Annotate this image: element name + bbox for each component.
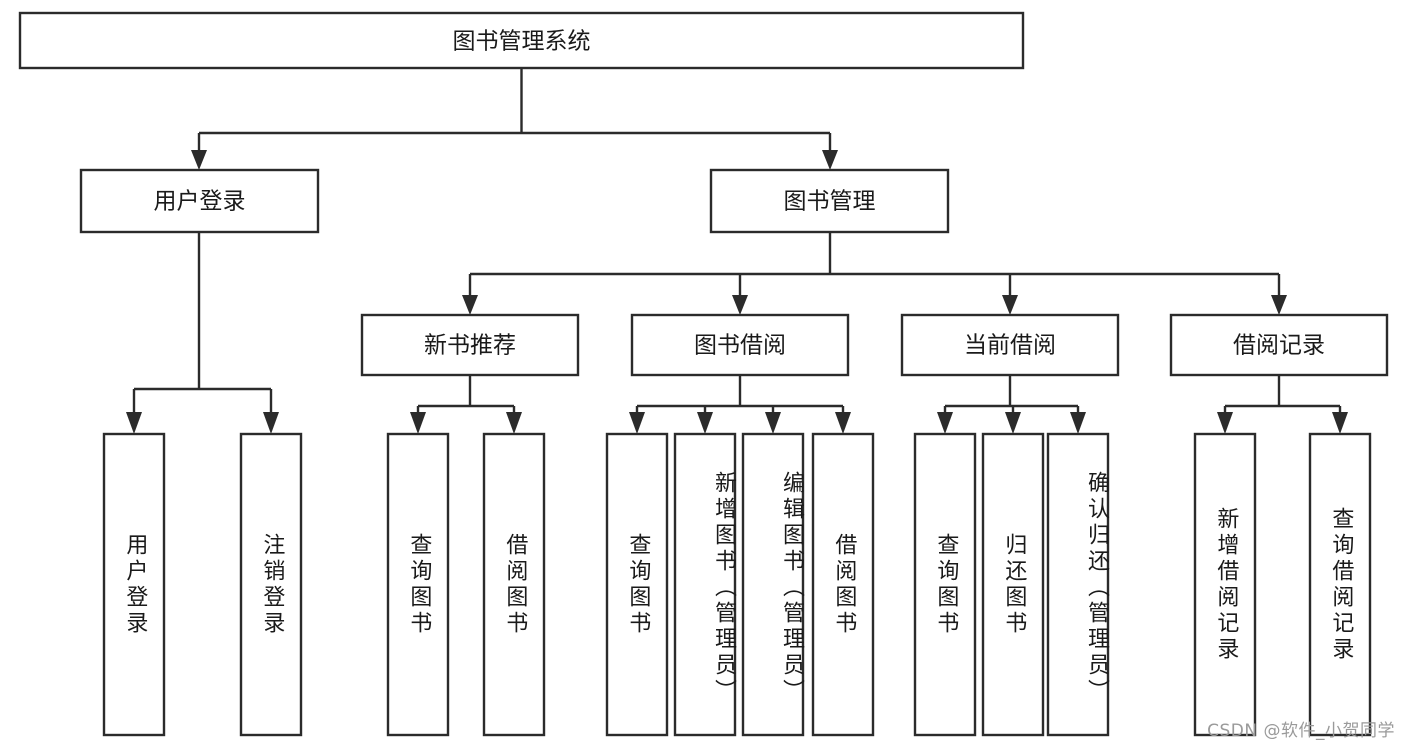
leaf-box-book-borrow-2[interactable] — [673, 432, 737, 737]
connector-group-root — [191, 68, 838, 170]
arrow-head-bb-leaf-2 — [697, 412, 713, 434]
node-book-manage[interactable] — [709, 168, 950, 234]
leaf-box-current-borrow-1[interactable] — [913, 432, 977, 737]
arrow-head-cb-leaf-3 — [1070, 412, 1086, 434]
node-borrow-record[interactable] — [1169, 313, 1389, 377]
leaf-box-book-borrow-1[interactable] — [605, 432, 669, 737]
connector-group-borrow-record — [1217, 375, 1348, 434]
node-new-book-recommend[interactable] — [360, 313, 580, 377]
leaf-box-current-borrow-2[interactable] — [981, 432, 1045, 737]
arrow-head-current-borrow — [1002, 295, 1018, 315]
arrow-head-bb-leaf-3 — [765, 412, 781, 434]
arrow-head-bb-leaf-1 — [629, 412, 645, 434]
connector-group-book-borrow — [629, 375, 851, 434]
arrow-head-cb-leaf-1 — [937, 412, 953, 434]
csdn-watermark: CSDN @软件_小贺同学 — [1207, 721, 1395, 741]
leaf-box-new-book-2[interactable] — [482, 432, 546, 737]
arrow-head-br-leaf-2 — [1332, 412, 1348, 434]
leaf-box-borrow-record-2[interactable] — [1308, 432, 1372, 737]
arrow-head-nb-leaf-1 — [410, 412, 426, 434]
node-root[interactable] — [18, 11, 1025, 70]
arrow-head-bb-leaf-4 — [835, 412, 851, 434]
connector-group-book-manage — [462, 232, 1287, 315]
node-current-borrow-label: 当前借阅 — [964, 333, 1056, 359]
node-book-borrow[interactable] — [630, 313, 850, 377]
node-book-borrow-label: 图书借阅 — [694, 333, 786, 359]
arrow-head-borrow-record — [1271, 295, 1287, 315]
leaf-box-new-book-1[interactable] — [386, 432, 450, 737]
connector-group-user-login — [126, 232, 279, 434]
node-book-manage-label: 图书管理 — [784, 189, 876, 215]
node-user-login[interactable] — [79, 168, 320, 234]
arrow-head-ul-leaf-1 — [126, 412, 142, 434]
arrow-head-user-login — [191, 150, 207, 170]
node-current-borrow[interactable] — [900, 313, 1120, 377]
node-borrow-record-label: 借阅记录 — [1233, 333, 1325, 359]
connector-group-current-borrow — [937, 375, 1086, 434]
arrow-head-nb-leaf-2 — [506, 412, 522, 434]
node-root-label: 图书管理系统 — [453, 29, 591, 55]
arrow-head-cb-leaf-2 — [1005, 412, 1021, 434]
node-new-book-recommend-label: 新书推荐 — [424, 333, 516, 359]
leaf-box-book-borrow-3[interactable] — [741, 432, 805, 737]
arrow-head-ul-leaf-2 — [263, 412, 279, 434]
arrow-head-book-borrow — [732, 295, 748, 315]
leaf-box-user-login-1[interactable] — [102, 432, 166, 737]
leaf-box-borrow-record-1[interactable] — [1193, 432, 1257, 737]
leaf-box-current-borrow-3[interactable] — [1046, 432, 1110, 737]
arrow-head-book-manage — [822, 150, 838, 170]
leaf-box-book-borrow-4[interactable] — [811, 432, 875, 737]
node-user-login-label: 用户登录 — [154, 189, 246, 215]
arrow-head-new-book — [462, 295, 478, 315]
leaf-box-user-login-2[interactable] — [239, 432, 303, 737]
arrow-head-br-leaf-1 — [1217, 412, 1233, 434]
connector-group-new-book — [410, 375, 522, 434]
